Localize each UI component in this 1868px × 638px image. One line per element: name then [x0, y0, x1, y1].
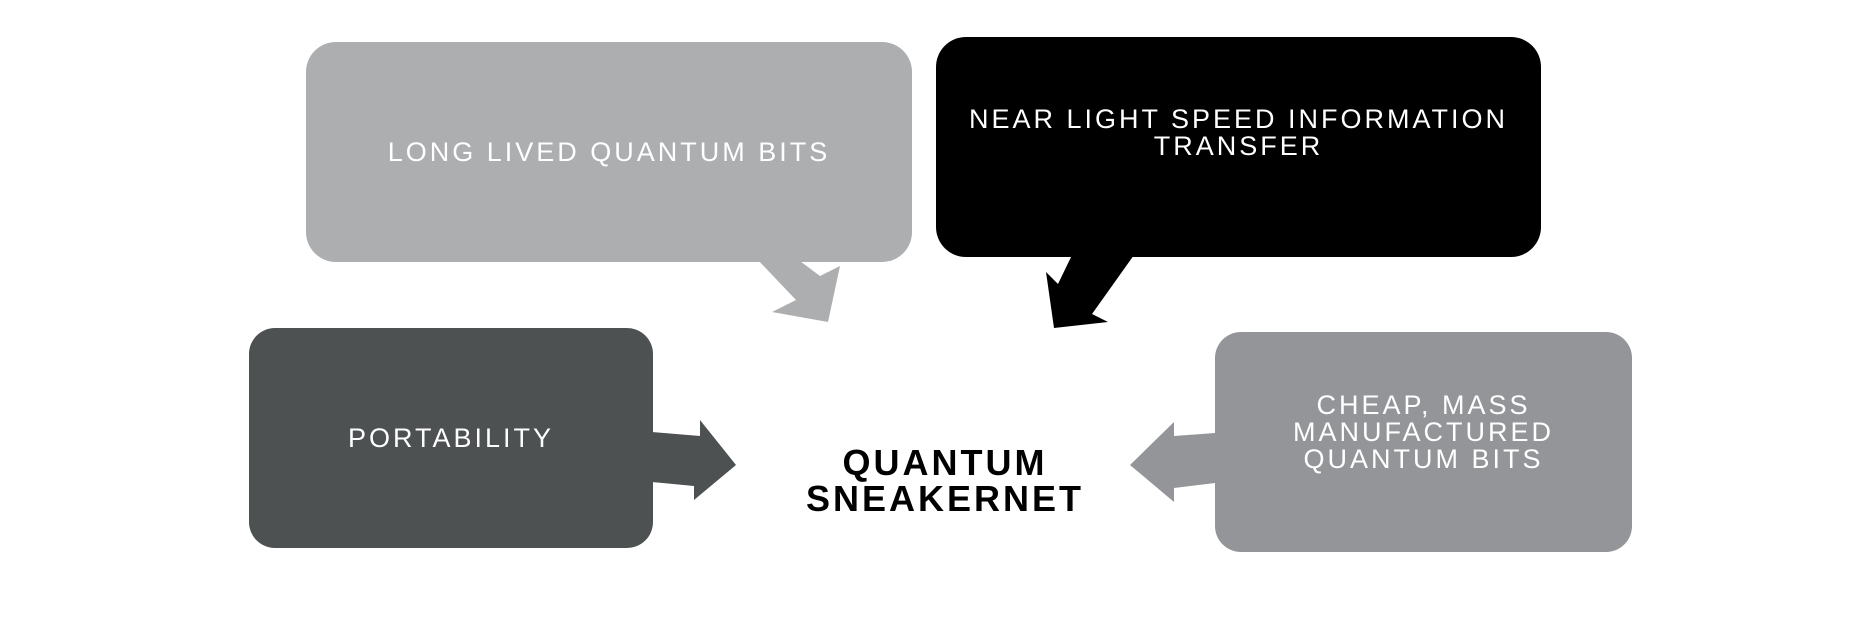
node-cheap-mass-manufactured-quantum-bits: CHEAP, MASS MANUFACTURED QUANTUM BITS — [1215, 332, 1632, 552]
center-concept-label: QUANTUM SNEAKERNET — [805, 442, 1085, 519]
arrow-cheap-to-center — [1130, 422, 1215, 502]
node-label: NEAR LIGHT SPEED INFORMATION TRANSFER — [968, 104, 1509, 161]
node-label: CHEAP, MASS MANUFACTURED QUANTUM BITS — [1292, 389, 1554, 474]
arrow-near-light-to-center — [1046, 255, 1134, 328]
arrow-portability-to-center — [652, 420, 736, 500]
node-label: PORTABILITY — [347, 422, 555, 453]
node-near-light-speed-transfer: NEAR LIGHT SPEED INFORMATION TRANSFER — [936, 37, 1541, 257]
arrow-long-lived-to-center — [756, 258, 840, 322]
node-long-lived-quantum-bits: LONG LIVED QUANTUM BITS — [306, 42, 912, 262]
node-portability: PORTABILITY — [249, 328, 653, 548]
node-label: LONG LIVED QUANTUM BITS — [387, 136, 831, 167]
